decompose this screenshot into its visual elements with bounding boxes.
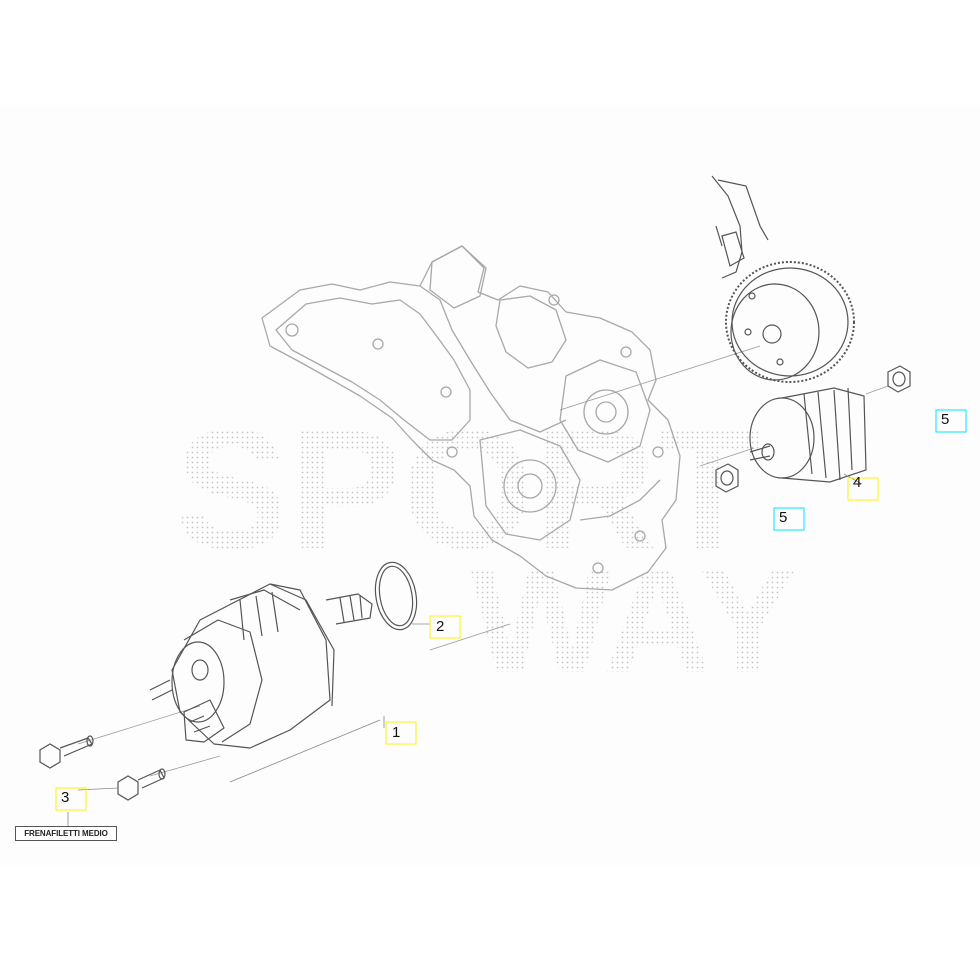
starter-motor [149,583,373,749]
flange-nut-left [715,463,739,493]
watermark-line1: SPORT [175,395,761,585]
callout-markers [55,409,967,811]
callout-3[interactable]: 3 [61,789,70,806]
crankcase [261,245,681,591]
flange-bolt-lower [117,768,166,801]
o-ring [374,561,418,631]
callout-2[interactable]: 2 [436,618,445,635]
callout-5-left[interactable]: 5 [779,509,788,526]
flywheel-assembly [711,175,855,383]
callout-leaders [67,473,863,826]
axis-lines [77,345,889,777]
flange-bolt-upper [39,735,94,769]
threadlocker-note: FRENAFILETTI MEDIO [15,826,117,841]
callout-4[interactable]: 4 [853,474,862,491]
watermark-line2: WAY [470,536,798,704]
callout-1[interactable]: 1 [392,724,401,741]
watermark: SPORT WAY [175,395,798,704]
flange-nut-right [887,365,911,393]
callout-5-right[interactable]: 5 [941,411,950,428]
starter-clutch [749,387,867,483]
diagram-sheet [0,105,980,865]
